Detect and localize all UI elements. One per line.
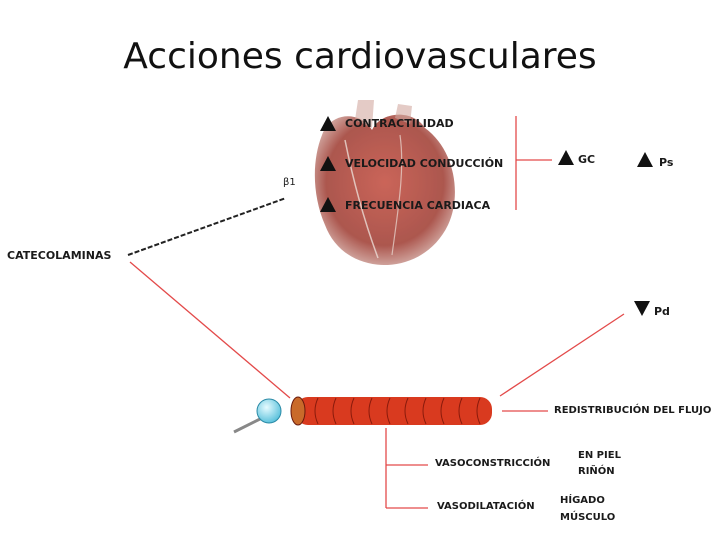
higado-label: HÍGADO [560,495,605,506]
up-triangle-icon [558,150,574,165]
down-triangle-icon [634,301,650,316]
blood-vessel-illustration [290,396,492,426]
ps-label: Ps [659,156,674,169]
pd-label: Pd [654,305,670,318]
vasoconstriccion-label: VASOCONSTRICCIÓN [435,458,551,469]
gc-label: GC [578,153,596,166]
frecuencia-cardiaca-label: FRECUENCIA CARDIACA [345,199,491,212]
redistribucion-label: REDISTRIBUCIÓN DEL FLUJO [554,405,712,416]
en-piel-label: EN PIEL [578,450,621,461]
up-triangle-icon [637,152,653,167]
up-triangle-icon [320,156,336,171]
slide-title: Acciones cardiovasculares [123,36,597,77]
up-triangle-icon [320,197,336,212]
up-triangle-icon [320,116,336,131]
pd-connector [499,313,625,397]
vasodilatacion-label: VASODILATACIÓN [437,501,535,512]
vessel-connector [129,261,291,399]
musculo-label: MÚSCULO [560,512,616,523]
beta1-label: β1 [283,177,296,188]
receptor-ball-icon [256,398,282,424]
rinon-label: RIÑÓN [578,466,615,477]
catecolaminas-label: CATECOLAMINAS [7,249,112,262]
heart-illustration [314,100,455,266]
beta1-connector [127,197,287,256]
contractilidad-label: CONTRACTILIDAD [345,117,454,130]
receptor-stick [233,416,263,434]
velocidad-conduccion-label: VELOCIDAD CONDUCCIÓN [345,157,504,170]
